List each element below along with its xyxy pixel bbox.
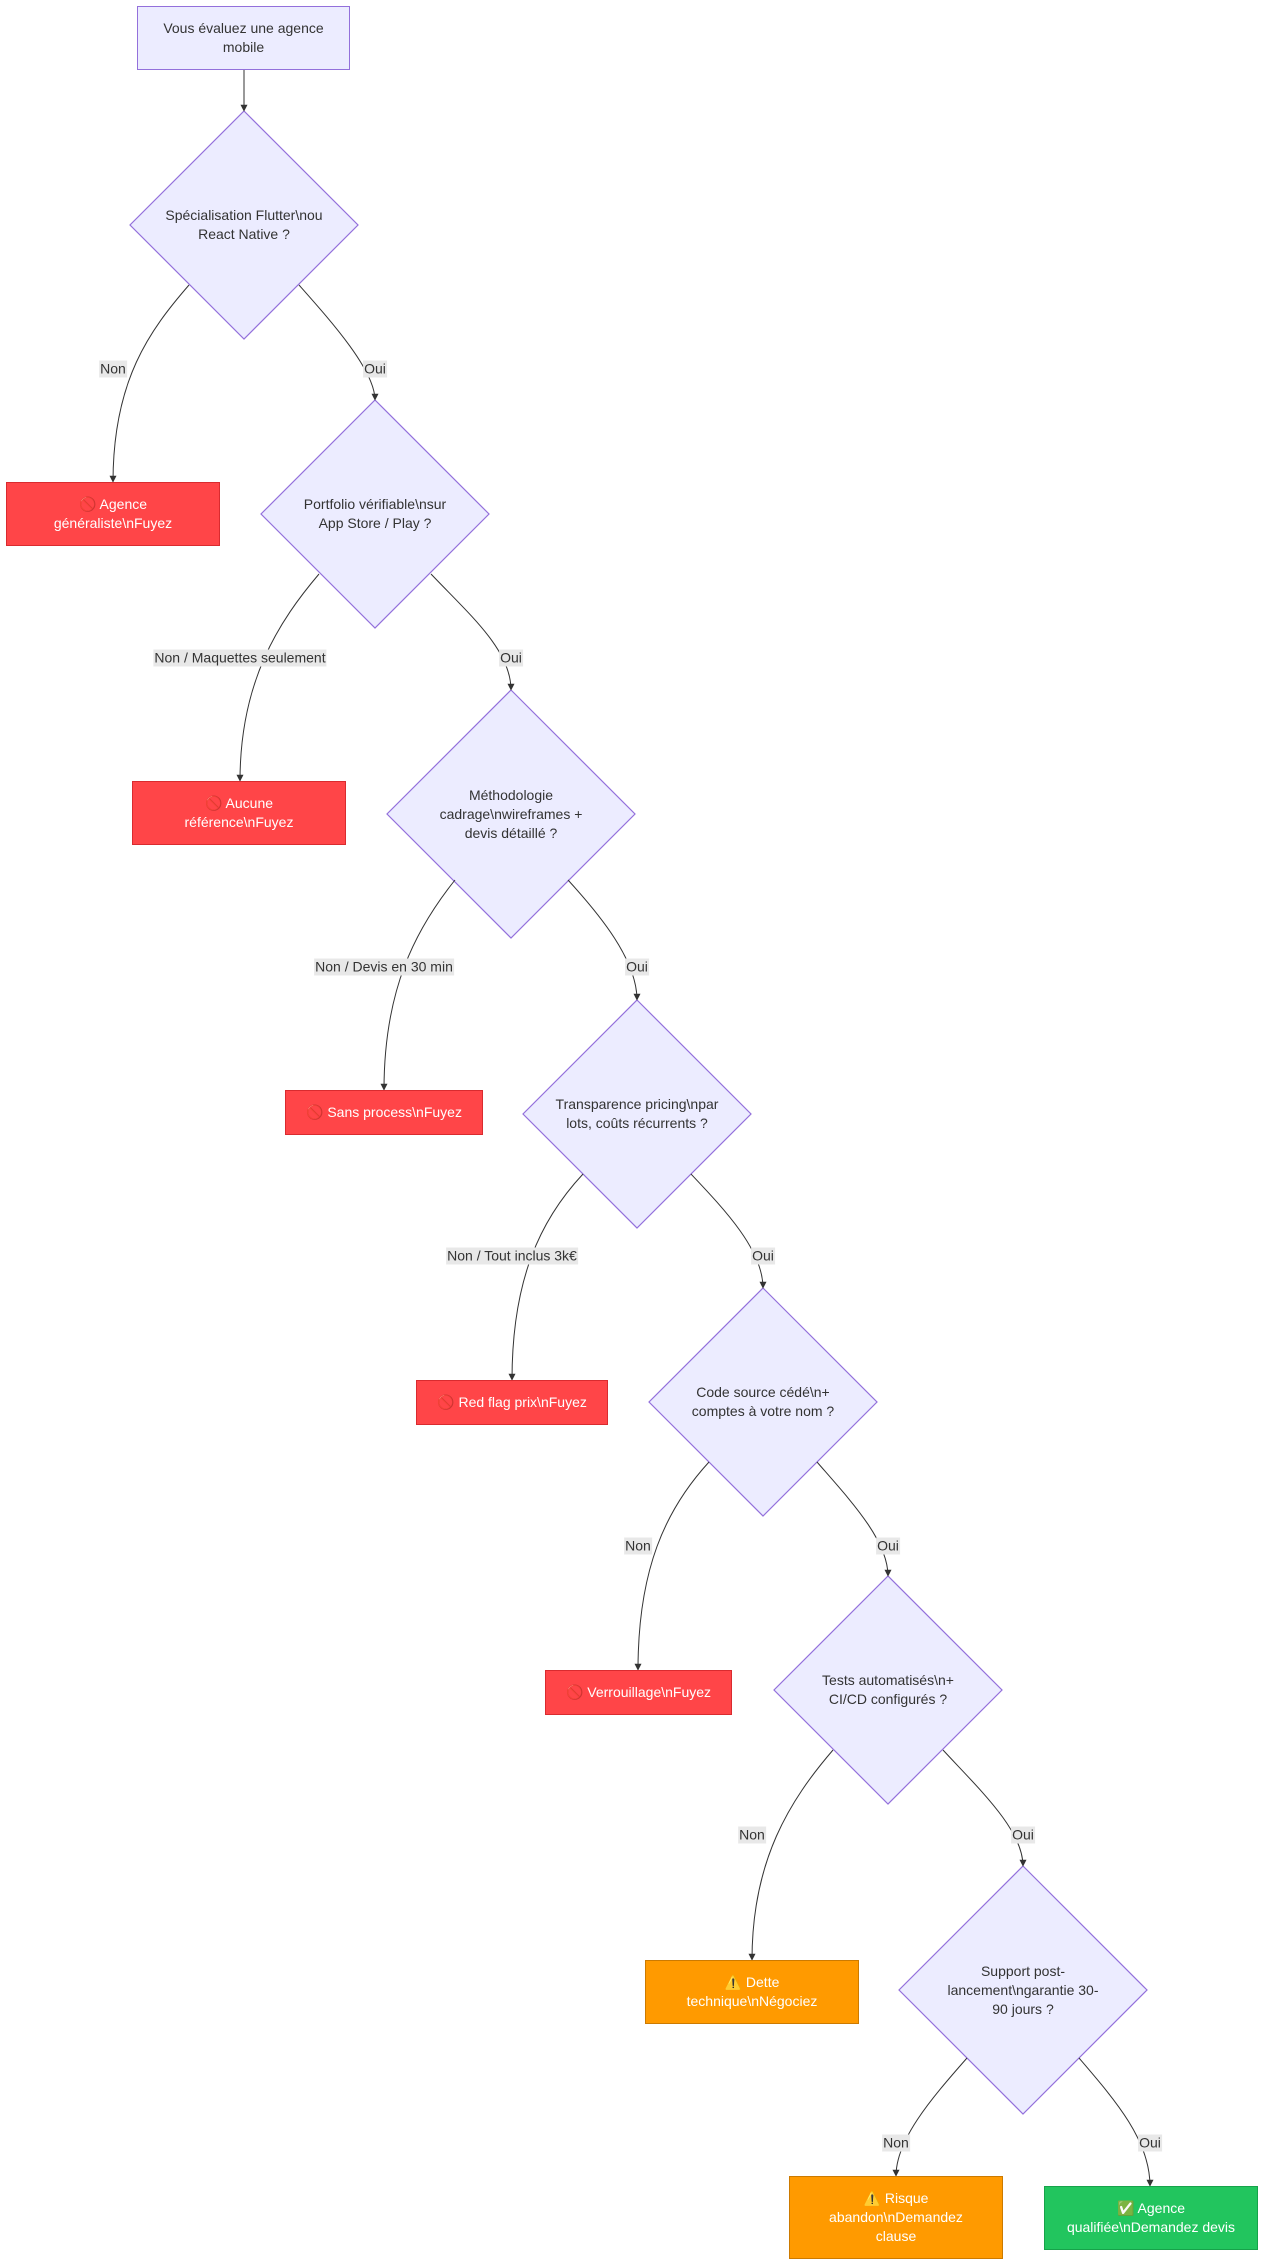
- edge-portfolio-no: [236, 573, 320, 782]
- outcome-generalist-label: 🚫 Agence généraliste\nFuyez: [53, 496, 173, 531]
- edge-support-no: [892, 2057, 968, 2177]
- edge-label-pricing-no: Non / Tout inclus 3k€: [446, 1247, 578, 1265]
- decision-pricing: Transparence pricing\npar lots, coûts ré…: [552, 1084, 722, 1144]
- outcome-lock-in: 🚫 Verrouillage\nFuyez: [545, 1670, 732, 1715]
- outcome-technical-debt-label: ⚠️ Dette technique\nNégociez: [686, 1974, 818, 2009]
- outcome-no-process-label: 🚫 Sans process\nFuyez: [306, 1104, 462, 1120]
- edge-label-portfolio-yes: Oui: [499, 649, 523, 667]
- edge-label-flutter-yes: Oui: [363, 360, 387, 378]
- edge-methodology-yes: [567, 879, 641, 1001]
- edge-source-no: [634, 1461, 710, 1671]
- decision-source-code: Code source cédé\n+ comptes à votre nom …: [683, 1372, 843, 1432]
- decision-shape-tests: [773, 1575, 1003, 1805]
- decision-portfolio: Portfolio vérifiable\nsur App Store / Pl…: [290, 484, 460, 544]
- edge-tests-yes: [942, 1749, 1027, 1867]
- decision-source-code-label: Code source cédé\n+ comptes à votre nom …: [691, 1384, 835, 1419]
- edge-label-source-no: Non: [624, 1537, 652, 1555]
- decision-flutter-label: Spécialisation Flutter\nou React Native …: [165, 207, 323, 242]
- edge-pricing-yes: [690, 1173, 767, 1289]
- decision-shape-methodology: [386, 689, 636, 939]
- decision-shape-portfolio: [260, 399, 490, 629]
- start-node: Vous évaluez une agence mobile: [137, 6, 350, 70]
- decision-tests-label: Tests automatisés\n+ CI/CD configurés ?: [822, 1672, 954, 1707]
- edge-portfolio-yes: [430, 573, 515, 691]
- outcome-qualified-agency-label: ✅ Agence qualifiée\nDemandez devis: [1066, 2200, 1236, 2235]
- outcome-price-red-flag: 🚫 Red flag prix\nFuyez: [416, 1380, 608, 1425]
- outcome-no-process: 🚫 Sans process\nFuyez: [285, 1090, 483, 1135]
- edge-label-flutter-no: Non: [99, 360, 127, 378]
- edge-label-methodology-no: Non / Devis en 30 min: [314, 958, 454, 976]
- edge-label-source-yes: Oui: [876, 1537, 900, 1555]
- start-node-label: Vous évaluez une agence mobile: [163, 20, 324, 55]
- edge-label-portfolio-no: Non / Maquettes seulement: [153, 649, 327, 667]
- decision-support-label: Support post-lancement\ngarantie 30-90 j…: [947, 1962, 1099, 2017]
- decision-shape-source-code: [648, 1287, 878, 1517]
- edge-label-methodology-yes: Oui: [625, 958, 649, 976]
- edge-source-yes: [816, 1461, 892, 1577]
- outcome-technical-debt: ⚠️ Dette technique\nNégociez: [645, 1960, 859, 2024]
- outcome-generalist: 🚫 Agence généraliste\nFuyez: [6, 482, 220, 546]
- edge-methodology-no: [380, 879, 456, 1091]
- decision-pricing-label: Transparence pricing\npar lots, coûts ré…: [555, 1096, 719, 1131]
- edge-tests-no: [748, 1749, 834, 1961]
- edge-label-pricing-yes: Oui: [751, 1247, 775, 1265]
- edge-support-yes: [1078, 2057, 1154, 2187]
- edge-label-support-yes: Oui: [1138, 2134, 1162, 2152]
- decision-support: Support post-lancement\ngarantie 30-90 j…: [943, 1955, 1103, 2025]
- edge-flutter-yes: [298, 284, 379, 401]
- outcome-qualified-agency: ✅ Agence qualifiée\nDemandez devis: [1044, 2186, 1258, 2250]
- outcome-no-reference-label: 🚫 Aucune référence\nFuyez: [184, 795, 294, 830]
- edge-label-tests-no: Non: [738, 1826, 766, 1844]
- edge-label-support-no: Non: [882, 2134, 910, 2152]
- decision-portfolio-label: Portfolio vérifiable\nsur App Store / Pl…: [303, 496, 447, 531]
- outcome-abandon-risk: ⚠️ Risque abandon\nDemandez clause: [789, 2176, 1003, 2259]
- edge-label-tests-yes: Oui: [1011, 1826, 1035, 1844]
- edge-pricing-no: [508, 1173, 584, 1381]
- decision-flutter: Spécialisation Flutter\nou React Native …: [159, 195, 329, 255]
- decision-methodology: Méthodologie cadrage\nwireframes + devis…: [431, 779, 591, 849]
- outcome-no-reference: 🚫 Aucune référence\nFuyez: [132, 781, 346, 845]
- outcome-lock-in-label: 🚫 Verrouillage\nFuyez: [565, 1684, 712, 1700]
- outcome-price-red-flag-label: 🚫 Red flag prix\nFuyez: [437, 1394, 587, 1410]
- decision-tests: Tests automatisés\n+ CI/CD configurés ?: [813, 1660, 963, 1720]
- decision-methodology-label: Méthodologie cadrage\nwireframes + devis…: [439, 786, 583, 841]
- outcome-abandon-risk-label: ⚠️ Risque abandon\nDemandez clause: [829, 2190, 963, 2244]
- decision-shape-support: [898, 1865, 1148, 2115]
- decision-shape-pricing: [522, 999, 752, 1229]
- edge-flutter-no: [109, 284, 190, 483]
- decision-shape-flutter: [129, 110, 359, 340]
